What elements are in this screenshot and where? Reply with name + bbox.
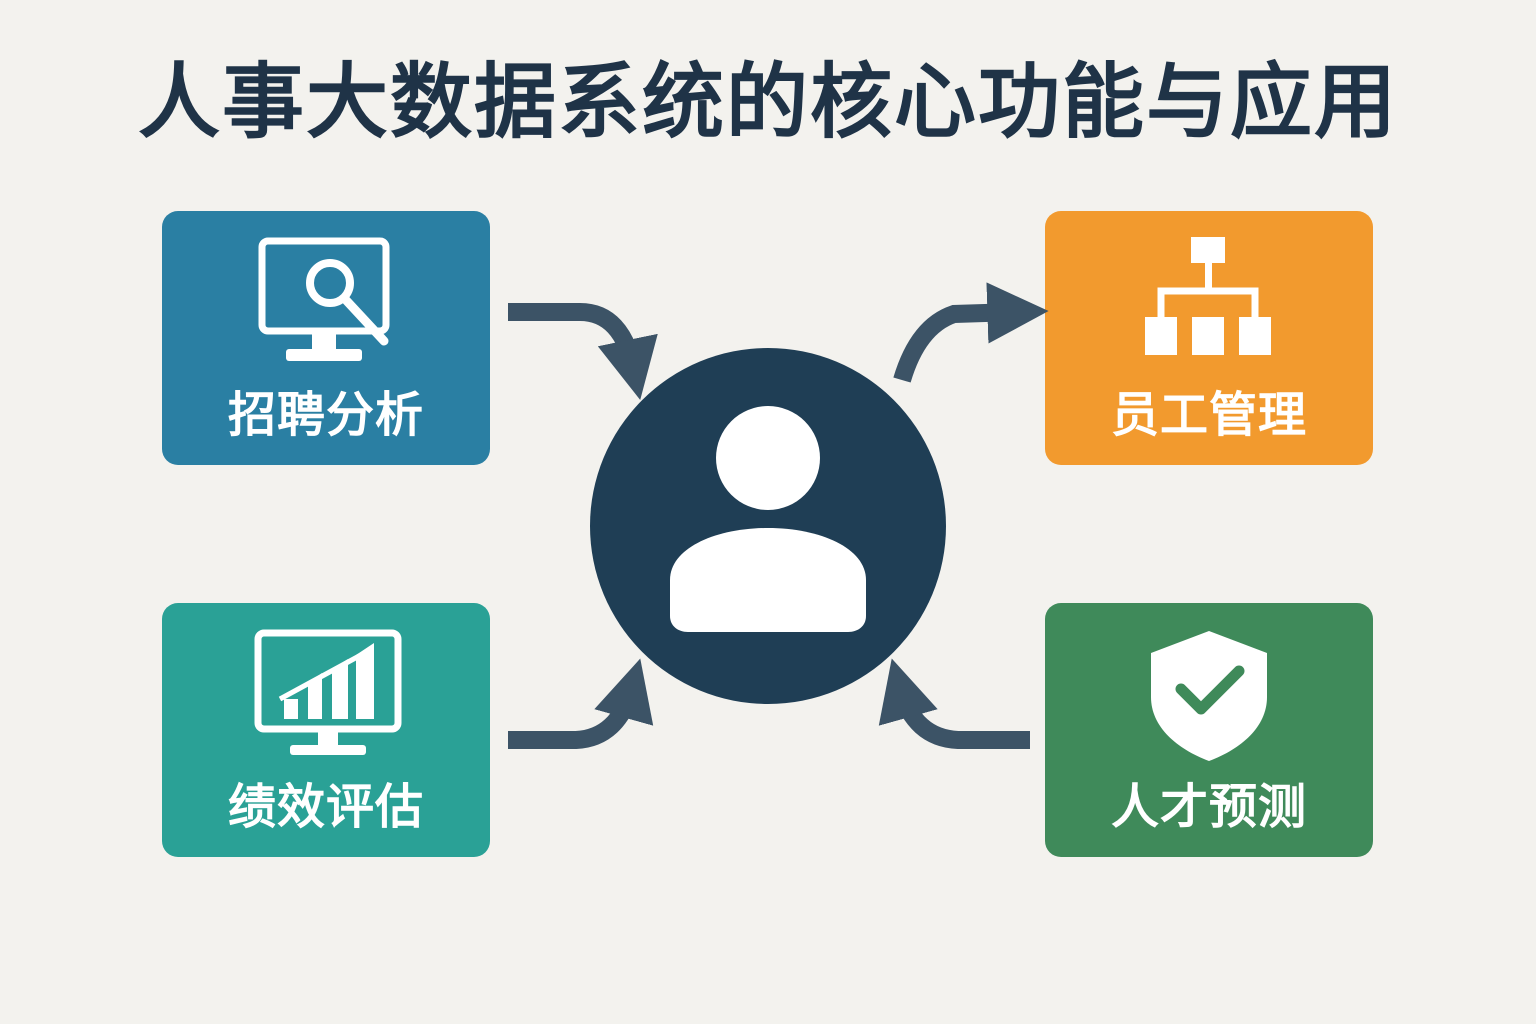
monitor-search-icon — [258, 237, 390, 361]
page-title: 人事大数据系统的核心功能与应用 — [137, 55, 1398, 150]
card-talent-prediction: 人才预测 — [1045, 603, 1373, 857]
shield-check-icon — [1151, 631, 1267, 761]
monitor-bar-chart-icon — [254, 629, 402, 755]
arrow-recruit-to-center — [508, 303, 658, 400]
arrow-center-to-employee — [893, 282, 1049, 383]
central-user-node — [590, 348, 946, 704]
user-icon — [670, 406, 866, 632]
arrow-talent-to-center — [878, 658, 1030, 749]
card-label: 员工管理 — [1110, 387, 1307, 443]
card-performance-evaluation: 绩效评估 — [162, 603, 490, 857]
card-recruitment-analysis: 招聘分析 — [162, 211, 490, 465]
org-chart-icon — [1145, 237, 1271, 355]
card-employee-management: 员工管理 — [1045, 211, 1373, 465]
card-label: 绩效评估 — [227, 779, 424, 835]
card-label: 人才预测 — [1110, 779, 1307, 835]
arrow-performance-to-center — [508, 658, 654, 749]
card-label: 招聘分析 — [227, 387, 424, 443]
